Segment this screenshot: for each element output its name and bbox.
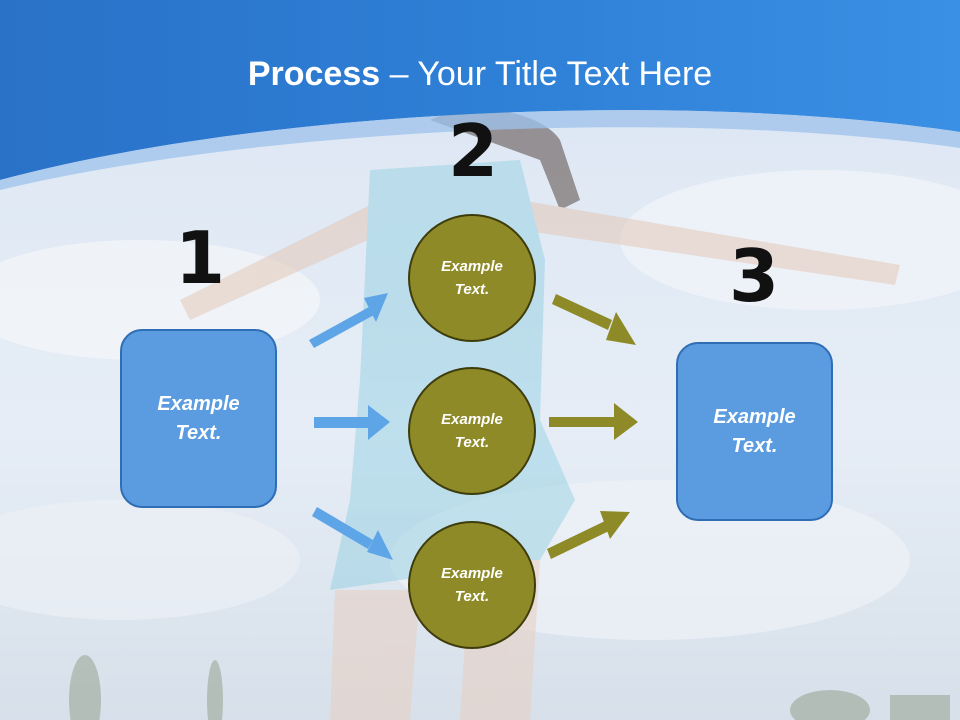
- circle-bottom-line1: Example: [441, 565, 503, 582]
- circle-top: Example Text.: [408, 214, 536, 342]
- title-bold: Process: [247, 55, 381, 93]
- title-rest: – Your Title Text Here: [380, 55, 713, 93]
- circle-top-line1: Example: [441, 258, 503, 275]
- step-number-2: 2: [447, 109, 499, 193]
- left-box-line1: Example: [157, 392, 240, 415]
- circle-top-line2: Text.: [454, 281, 490, 298]
- left-box-line2: Text.: [175, 421, 222, 444]
- circle-middle-line2: Text.: [454, 434, 490, 451]
- right-box-line2: Text.: [731, 434, 778, 457]
- circle-bottom: Example Text.: [408, 521, 536, 649]
- step-number-1: 1: [174, 216, 226, 300]
- page-title: Process – Your Title Text Here: [0, 52, 960, 96]
- circle-bottom-line2: Text.: [454, 588, 490, 605]
- right-box: Example Text.: [676, 342, 833, 521]
- right-box-line1: Example: [713, 405, 796, 428]
- step-number-3: 3: [728, 234, 780, 318]
- left-box: Example Text.: [120, 329, 277, 508]
- circle-middle-line1: Example: [441, 411, 503, 428]
- circle-middle: Example Text.: [408, 367, 536, 495]
